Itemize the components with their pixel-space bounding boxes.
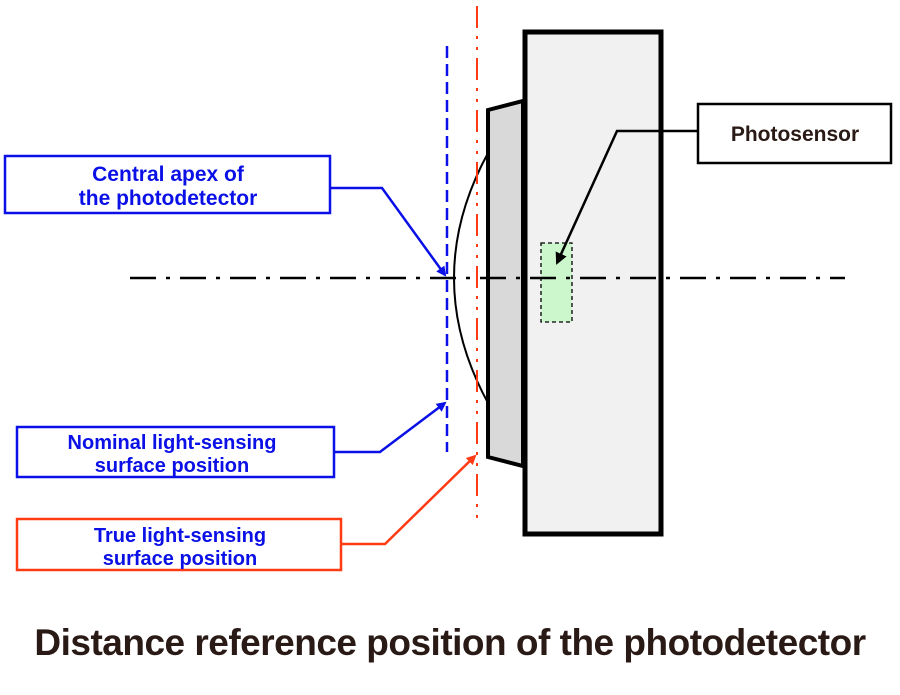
nominal-surface-label-line1: Nominal light-sensing <box>68 432 277 454</box>
central-apex-label-line2: the photodetector <box>79 187 258 210</box>
photosensor-leader-arrow <box>555 129 697 265</box>
photosensor-label: Photosensor <box>731 123 859 146</box>
true-surface-label-line2: surface position <box>103 548 257 570</box>
true-surface-leader-arrow <box>341 454 477 546</box>
nominal-surface-label-box <box>15 425 336 479</box>
central-apex-label-line1: Central apex of <box>92 163 245 186</box>
photosensor-element <box>540 242 573 323</box>
true-surface-label-box <box>15 517 343 572</box>
central-apex-label-box <box>3 154 332 215</box>
true-surface-label-line1: True light-sensing <box>94 525 266 547</box>
nominal-surface-label-line2: surface position <box>95 455 249 477</box>
photosensor-label-box <box>696 102 893 165</box>
central-apex-leader-arrow <box>330 186 447 277</box>
detector-window <box>486 98 525 469</box>
nominal-surface-leader-arrow <box>334 401 447 454</box>
figure-caption: Distance reference position of the photo… <box>34 622 866 663</box>
